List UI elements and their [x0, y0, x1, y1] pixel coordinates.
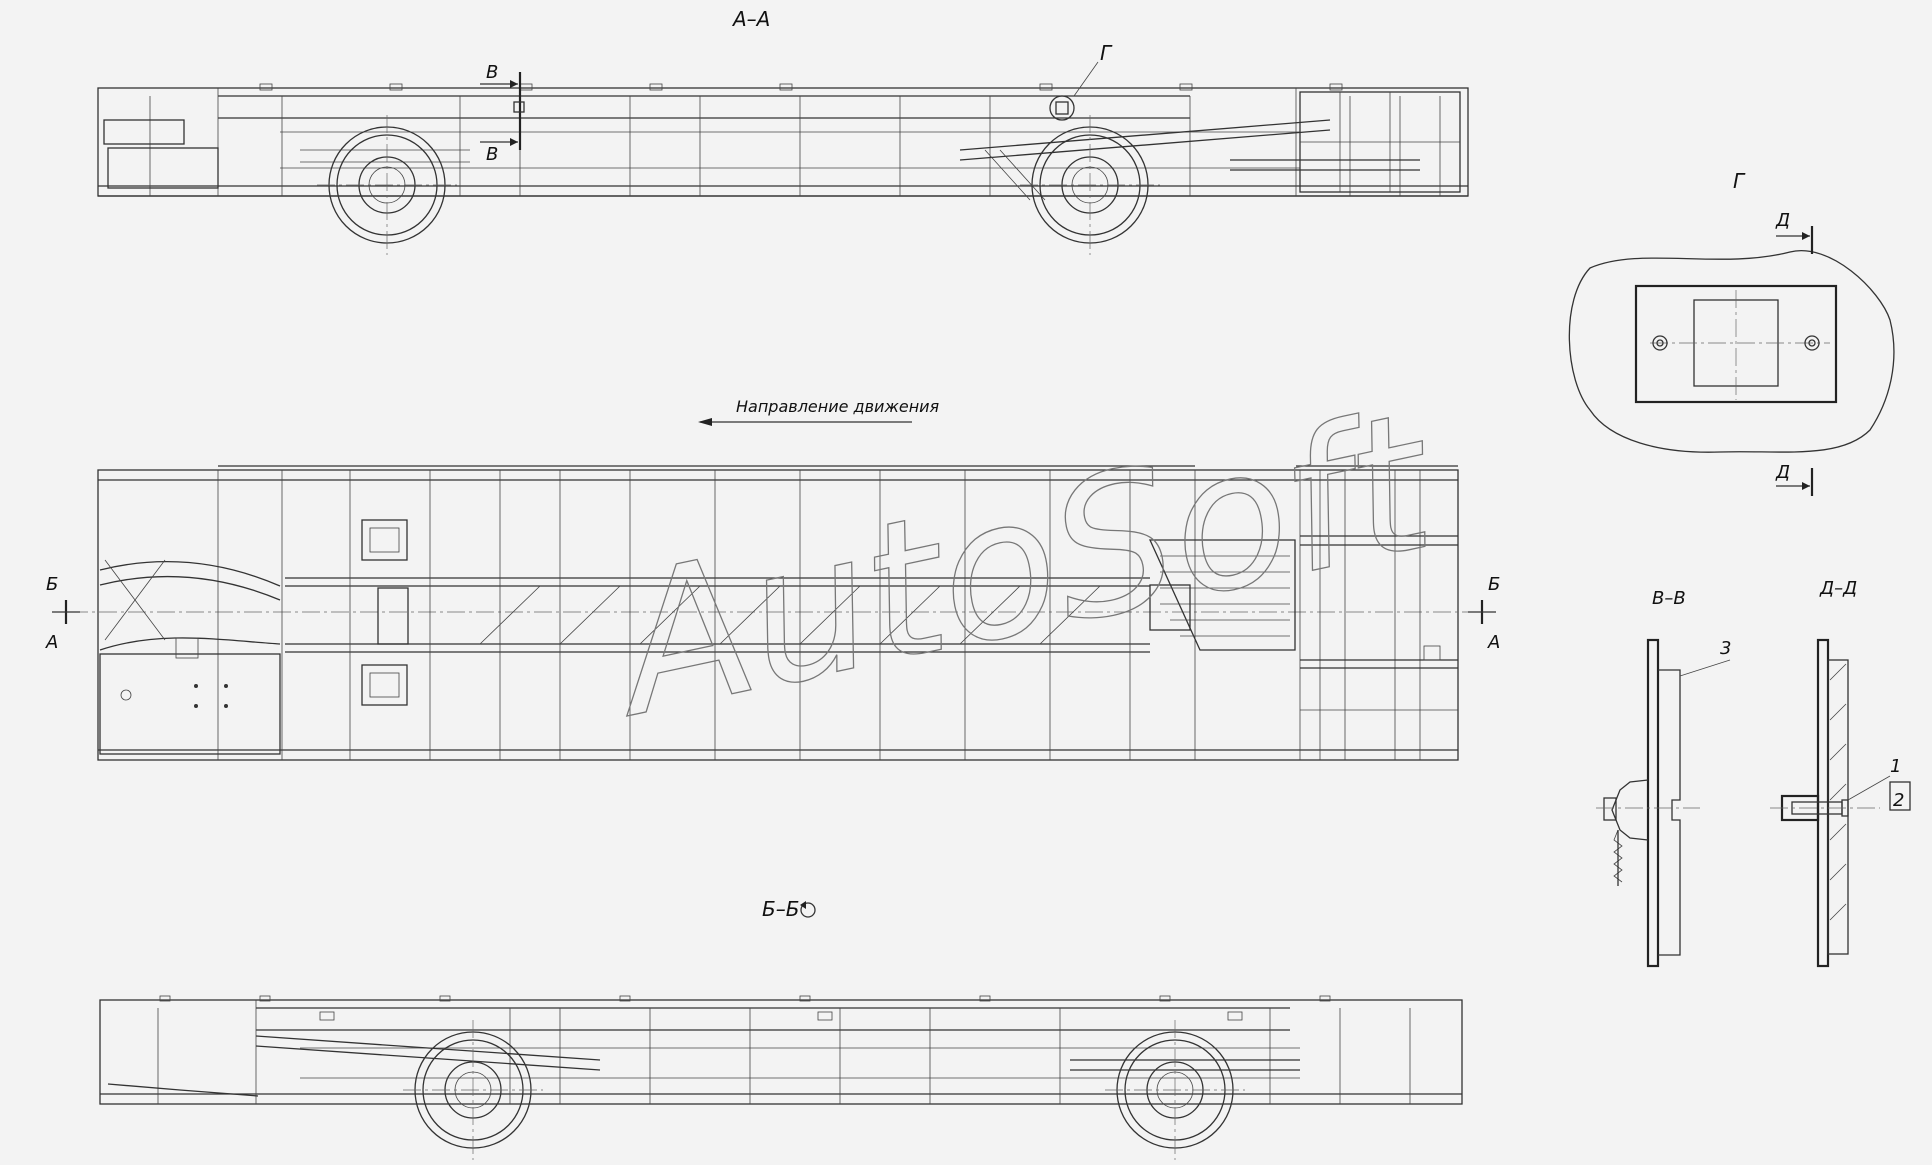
view-a-a: А–А — [97, 7, 1469, 255]
cut-mark-b-left: Б — [46, 574, 58, 595]
label-section-v-v: В–В — [1652, 588, 1686, 609]
cut-mark-b-right: Б — [1488, 574, 1500, 595]
front-wheel-a-a — [317, 115, 457, 255]
cut-mark-a-left: А — [45, 632, 58, 653]
plan-view: Направление движения — [45, 397, 1500, 761]
cut-mark-d-top: Д — [1775, 210, 1790, 231]
callout-3: 3 — [1720, 638, 1731, 659]
front-wheel-b-b — [403, 1020, 543, 1160]
cut-mark-a-right: А — [1487, 632, 1500, 653]
cut-mark-d-bottom: Д — [1775, 462, 1790, 483]
callout-1: 1 — [1890, 756, 1901, 777]
rear-wheel-b-b — [1105, 1020, 1245, 1160]
section-v-v: В–В 3 — [1596, 588, 1731, 968]
watermark: AutoSoft — [589, 370, 1454, 760]
label-view-g: Г — [1733, 169, 1746, 193]
callout-2: 2 — [1893, 790, 1904, 811]
label-view-a-a: А–А — [731, 7, 770, 31]
direction-arrow-icon — [698, 418, 712, 426]
view-g: Г Д Д — [1568, 169, 1895, 496]
label-section-d-d: Д–Д — [1819, 578, 1857, 599]
cut-mark-v-top: В — [486, 62, 498, 83]
cut-mark-v-bottom: В — [486, 144, 498, 165]
view-b-b: Б–Б — [99, 897, 1463, 1160]
label-view-b-b: Б–Б — [762, 897, 799, 921]
callout-g: Г — [1100, 41, 1113, 65]
rear-wheel-a-a — [1020, 115, 1160, 255]
direction-label: Направление движения — [736, 397, 940, 416]
section-d-d: Д–Д 1 2 — [1770, 578, 1911, 968]
